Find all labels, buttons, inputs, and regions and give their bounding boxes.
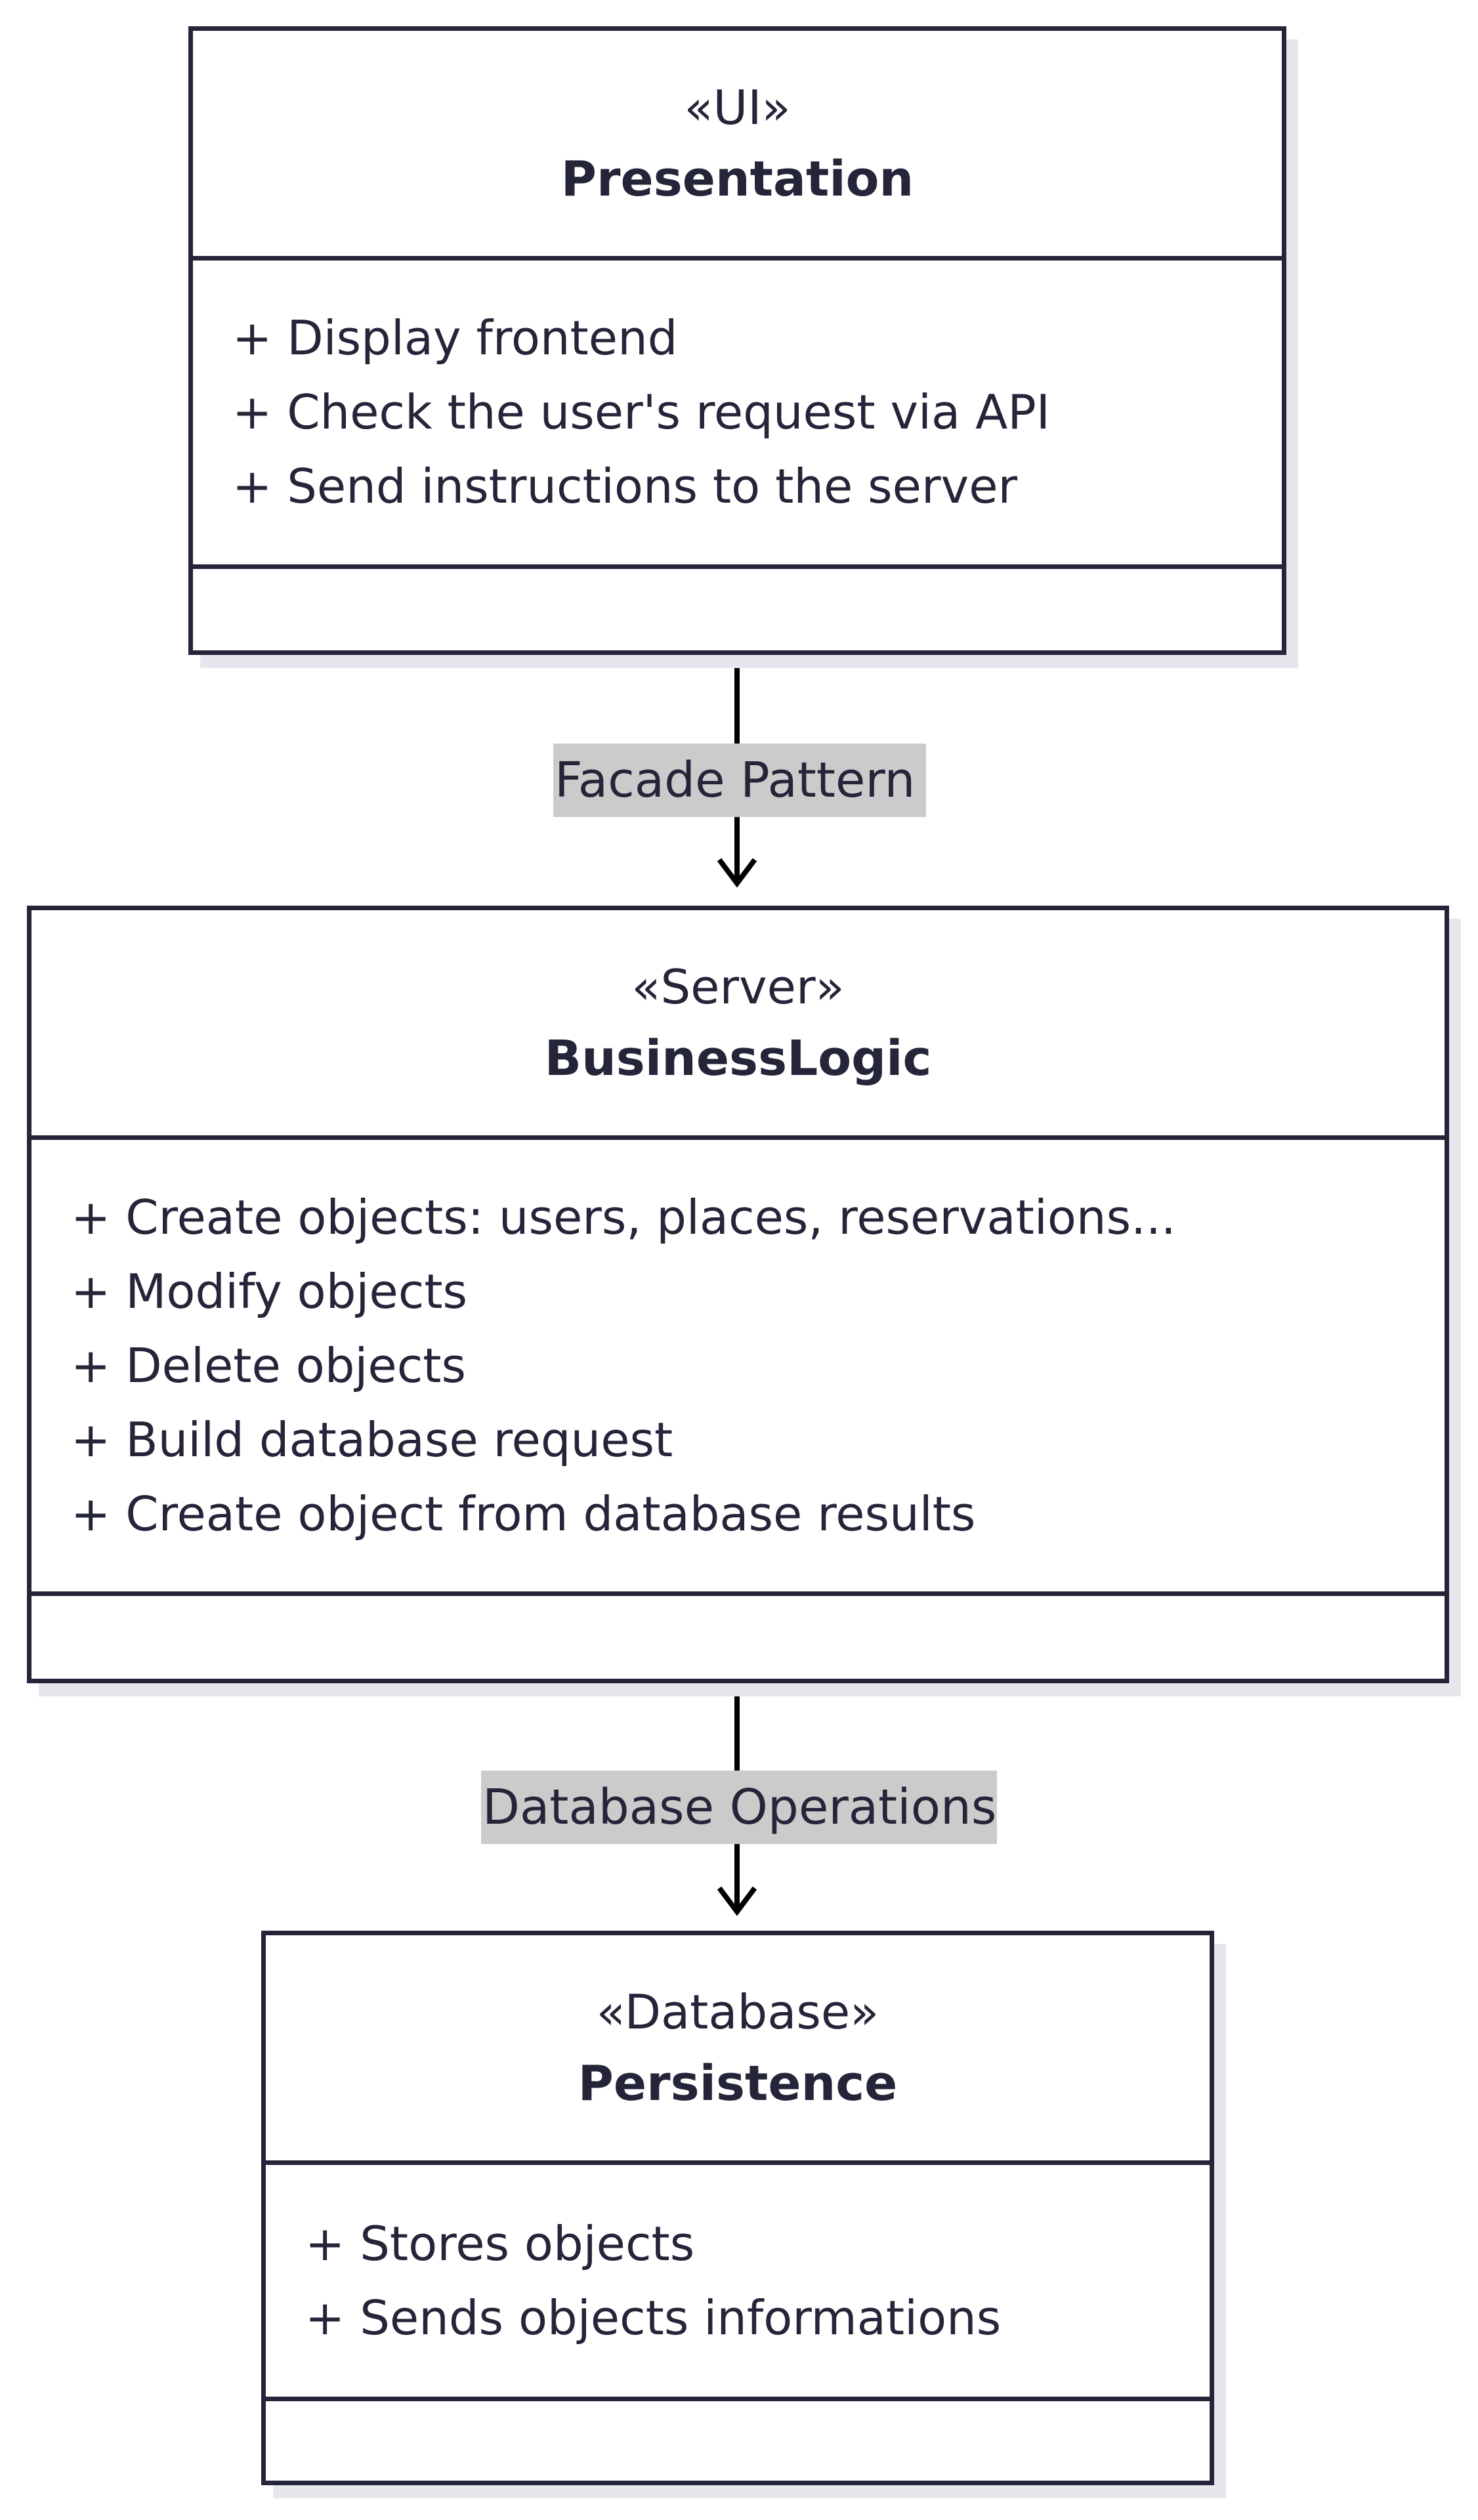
class-members: + Display frontend + Check the user's re… <box>193 261 1282 569</box>
class-header: «UI» Presentation <box>193 31 1282 261</box>
class-name: Presentation <box>560 150 914 207</box>
class-member: + Delete objects <box>71 1337 467 1393</box>
class-stereotype: «UI» <box>684 79 791 135</box>
class-business-logic[interactable]: «Server» BusinessLogic + Create objects:… <box>27 906 1449 1683</box>
class-presentation[interactable]: «UI» Presentation + Display frontend + C… <box>188 26 1286 655</box>
class-name: Persistence <box>578 2055 898 2112</box>
class-member: + Check the user's request via API <box>232 385 1050 440</box>
edge-db-ops-arrowhead <box>717 1886 757 1916</box>
class-member: + Build database request <box>71 1412 673 1467</box>
class-name: BusinessLogic <box>544 1030 932 1087</box>
edge-facade-arrowhead <box>717 858 757 888</box>
class-member: + Stores objects <box>305 2216 695 2271</box>
class-header: «Database» Persistence <box>266 1935 1210 2165</box>
class-member: + Display frontend <box>232 310 678 366</box>
edge-label-facade: Facade Pattern <box>553 744 926 817</box>
class-member: + Create object from database results <box>71 1486 976 1542</box>
class-members: + Create objects: users, places, reserva… <box>32 1140 1445 1596</box>
class-header: «Server» BusinessLogic <box>32 910 1445 1140</box>
edge-label-database-operations: Database Operations <box>481 1771 997 1844</box>
class-member: + Sends objects informations <box>305 2290 1002 2345</box>
class-stereotype: «Database» <box>596 1984 879 2040</box>
class-persistence[interactable]: «Database» Persistence + Stores objects … <box>261 1931 1214 2485</box>
class-stereotype: «Server» <box>631 959 845 1015</box>
class-member: + Create objects: users, places, reserva… <box>71 1189 1176 1245</box>
class-member: + Modify objects <box>71 1263 468 1319</box>
class-members: + Stores objects + Sends objects informa… <box>266 2165 1210 2401</box>
class-methods-compartment <box>193 569 1282 650</box>
class-member: + Send instructions to the server <box>232 459 1018 514</box>
class-methods-compartment <box>266 2401 1210 2481</box>
class-methods-compartment <box>32 1596 1445 1679</box>
